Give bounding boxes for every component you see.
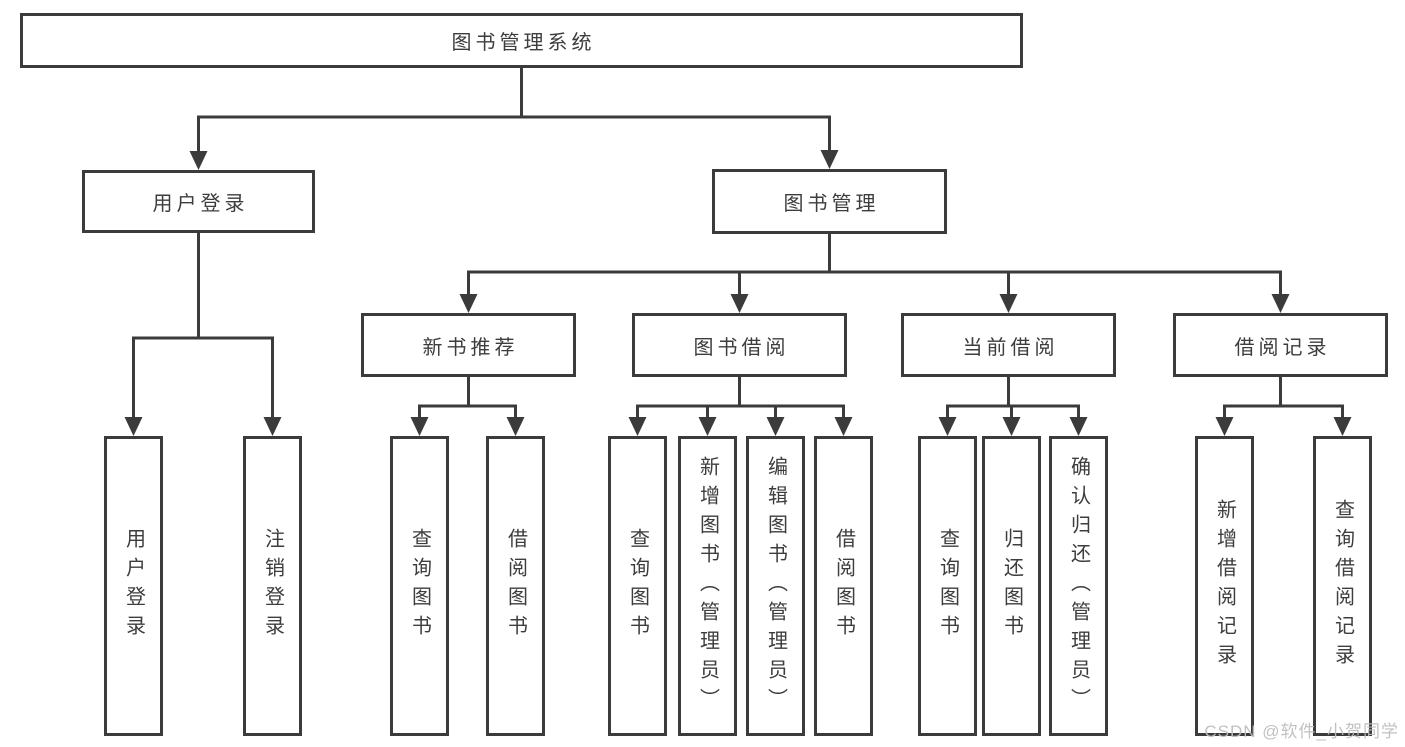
node-new-book-recommend-label: 新书推荐 (422, 336, 519, 359)
leaf-nb-query-books: 查询图书 (390, 436, 449, 736)
leaf-logout: 注销登录 (243, 436, 302, 736)
leaf-br-add-record-label: 新增借阅记录 (1213, 499, 1236, 673)
leaf-bb-query-books-label: 查询图书 (626, 528, 649, 644)
node-borrow-records-label: 借阅记录 (1234, 336, 1331, 359)
leaf-br-query-record-label: 查询借阅记录 (1331, 499, 1354, 673)
leaf-user-login-label: 用户登录 (122, 528, 145, 644)
node-current-borrow-label: 当前借阅 (962, 336, 1059, 359)
node-borrow-records: 借阅记录 (1173, 313, 1388, 377)
leaf-bb-edit-books-admin: 编辑图书（管理员） (746, 436, 805, 736)
leaf-bb-query-books: 查询图书 (608, 436, 667, 736)
node-book-borrow-label: 图书借阅 (693, 336, 790, 359)
leaf-cb-query-books-label: 查询图书 (936, 528, 959, 644)
leaf-user-login: 用户登录 (104, 436, 163, 736)
arrowheads (124, 150, 1352, 436)
leaf-bb-borrow-books-label: 借阅图书 (832, 528, 855, 644)
leaf-br-add-record: 新增借阅记录 (1195, 436, 1254, 736)
node-book-management: 图书管理 (712, 169, 947, 234)
leaf-br-query-record: 查询借阅记录 (1313, 436, 1372, 736)
leaf-cb-return-books-label: 归还图书 (1000, 528, 1023, 644)
node-new-book-recommend: 新书推荐 (361, 313, 576, 377)
leaf-nb-borrow-books-label: 借阅图书 (504, 528, 527, 644)
node-root: 图书管理系统 (20, 13, 1023, 68)
leaf-nb-query-books-label: 查询图书 (408, 528, 431, 644)
leaf-cb-return-books: 归还图书 (982, 436, 1041, 736)
leaf-cb-confirm-return-admin: 确认归还（管理员） (1049, 436, 1108, 736)
node-user-login-label: 用户登录 (152, 193, 249, 215)
node-current-borrow: 当前借阅 (901, 313, 1116, 377)
leaf-bb-edit-books-admin-label: 编辑图书（管理员） (764, 455, 787, 717)
node-user-login: 用户登录 (82, 170, 315, 233)
leaf-bb-borrow-books: 借阅图书 (814, 436, 873, 736)
leaf-cb-confirm-return-admin-label: 确认归还（管理员） (1067, 455, 1090, 717)
node-book-management-label: 图书管理 (783, 193, 880, 215)
csdn-watermark: CSDN @软件_小贺同学 (1204, 722, 1399, 741)
leaf-bb-add-books-admin: 新增图书（管理员） (678, 436, 737, 736)
leaf-cb-query-books: 查询图书 (918, 436, 977, 736)
node-book-borrow: 图书借阅 (632, 313, 847, 377)
leaf-nb-borrow-books: 借阅图书 (486, 436, 545, 736)
node-root-label: 图书管理系统 (451, 32, 596, 54)
leaf-bb-add-books-admin-label: 新增图书（管理员） (696, 455, 719, 717)
leaf-logout-label: 注销登录 (261, 528, 284, 644)
